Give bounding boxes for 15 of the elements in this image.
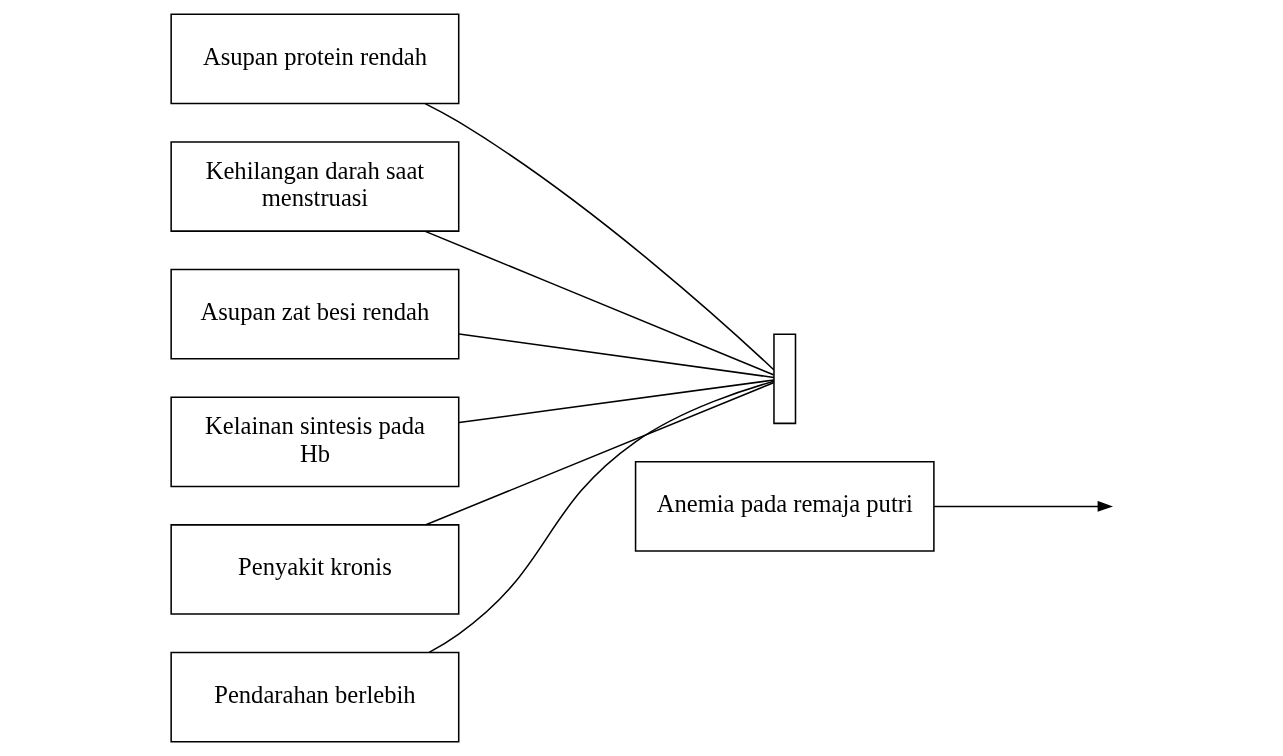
connector <box>425 381 775 526</box>
node-box: Asupan protein rendah <box>170 13 460 105</box>
arrow <box>933 501 1113 512</box>
node-box: Asupan zat besi rendah <box>170 268 460 360</box>
node-box <box>773 333 797 425</box>
node-box: Pendarahan berlebih <box>170 651 460 743</box>
connector <box>424 102 775 371</box>
node-box: Penyakit kronis <box>170 524 460 615</box>
node-box: Kehilangan darah saat menstruasi <box>170 141 460 232</box>
connector <box>428 380 775 654</box>
connector <box>424 230 775 376</box>
connector <box>458 333 775 379</box>
node-box: Anemia pada remaja putri <box>634 461 935 552</box>
node-box: Kelainan sintesis pada Hb <box>170 396 460 488</box>
connector <box>458 379 775 424</box>
